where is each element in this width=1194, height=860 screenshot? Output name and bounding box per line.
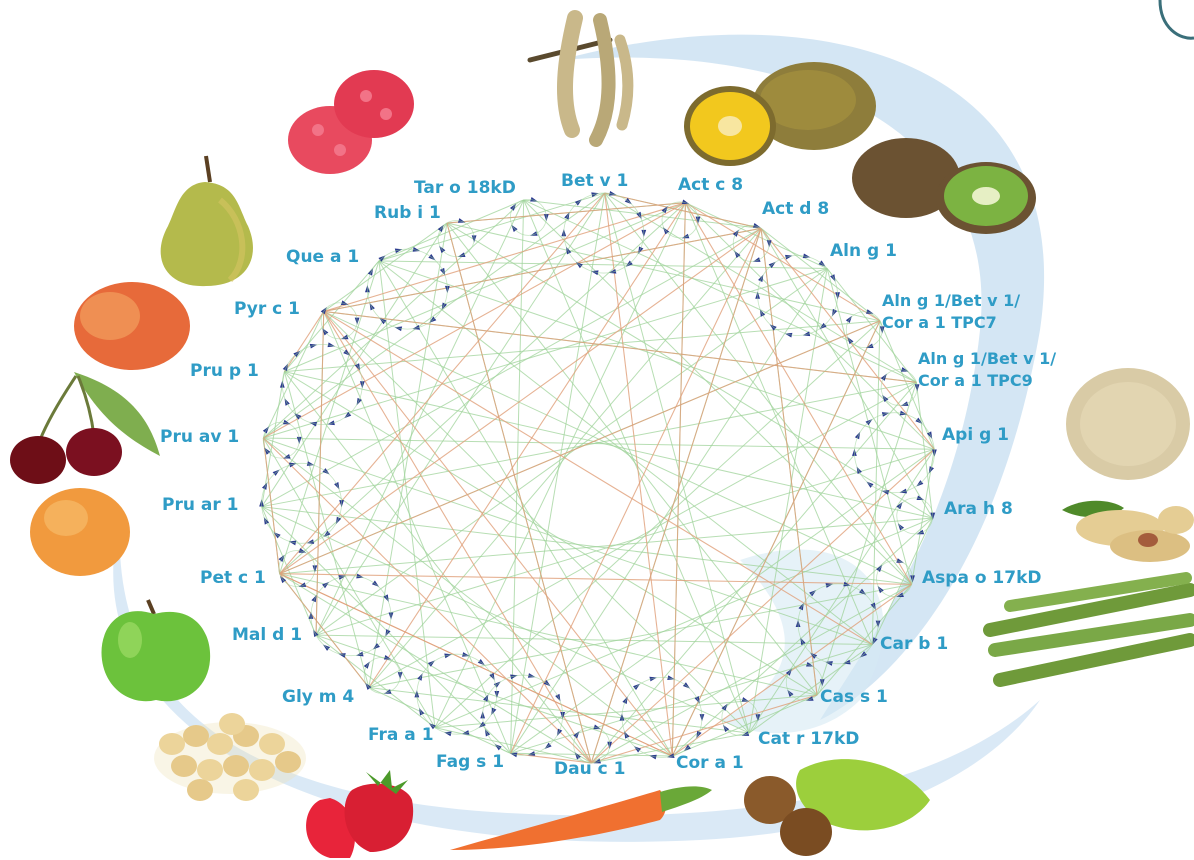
edge-green — [324, 223, 447, 311]
edge-red — [672, 203, 685, 756]
edge-green — [263, 311, 323, 438]
celery-root-icon — [1066, 368, 1190, 480]
node-label-tar-o-18kd: Tar o 18kD — [414, 178, 516, 198]
node-label-pru-p-1: Pru p 1 — [190, 361, 259, 381]
node-label-gly-m-4: Gly m 4 — [282, 687, 354, 707]
edge-red — [605, 193, 673, 756]
node-label-fag-s-1: Fag s 1 — [436, 752, 504, 772]
node-label-rub-i-1: Rub i 1 — [374, 203, 441, 223]
corner-circle-icon — [1160, 0, 1194, 38]
node-label-pru-ar-1: Pru ar 1 — [162, 495, 238, 515]
edge-green — [263, 200, 523, 438]
self-loop — [364, 657, 400, 693]
hazelnut-icon — [744, 759, 930, 856]
asparagus-icon — [990, 578, 1190, 680]
node-label-mal-d-1: Mal d 1 — [232, 625, 302, 645]
node-label-cat-r-17kd: Cat r 17kD — [758, 729, 859, 749]
node-label-pyr-c-1: Pyr c 1 — [234, 299, 300, 319]
node-label-ara-h-8: Ara h 8 — [944, 499, 1013, 519]
peanut-icon — [1062, 501, 1194, 562]
edge-red — [324, 311, 673, 756]
node-label-pet-c-1: Pet c 1 — [200, 568, 266, 588]
apricot-icon — [30, 488, 130, 576]
edge-red — [447, 223, 591, 763]
edge-red — [761, 228, 934, 449]
soybean-icon — [154, 713, 306, 801]
node-label-cas-s-1: Cas s 1 — [820, 687, 888, 707]
self-loop — [311, 576, 391, 656]
node-label-que-a-1: Que a 1 — [286, 247, 359, 267]
self-loop — [733, 225, 769, 261]
edge-green — [280, 574, 592, 763]
node-label-dau-c-1: Dau c 1 — [554, 759, 625, 779]
node-label-layer: Bet v 1 Act c 8 Act d 8 Aln g 1 Aln g 1/… — [160, 171, 1062, 779]
node-label-bet-v-1: Bet v 1 — [561, 171, 628, 191]
cherry-icon — [10, 372, 160, 484]
edge-green — [524, 200, 917, 382]
edge-red — [280, 574, 673, 756]
node-label-aln-tpc7-line-1: Aln g 1/Bet v 1/ — [882, 291, 1020, 310]
edge-green — [524, 200, 761, 228]
edge-red — [324, 311, 873, 644]
strawberry-icon — [306, 770, 413, 858]
self-loop — [897, 498, 933, 534]
self-loop — [438, 221, 474, 257]
edge-green — [379, 261, 827, 269]
node-label-act-c-8: Act c 8 — [678, 175, 743, 195]
self-loop — [574, 727, 610, 763]
edge-green — [379, 261, 934, 449]
golden-kiwi-icon — [684, 62, 876, 166]
node-label-act-d-8: Act d 8 — [762, 199, 829, 219]
edge-red — [324, 228, 761, 311]
node-label-aln-tpc9-line-1: Aln g 1/Bet v 1/ — [918, 349, 1056, 368]
raspberry-icon — [288, 70, 414, 174]
node-label-aln-tpc7-line-2: Cor a 1 TPC7 — [882, 313, 997, 332]
self-loop — [622, 677, 702, 757]
node-label-car-b-1: Car b 1 — [880, 634, 948, 654]
self-loop — [417, 654, 497, 734]
node-label-api-g-1: Api g 1 — [942, 425, 1009, 445]
edge-red — [284, 311, 323, 371]
node-label-pru-av-1: Pru av 1 — [160, 427, 239, 447]
birch-catkin-icon — [530, 18, 628, 140]
pear-icon — [161, 156, 253, 286]
peach-icon — [74, 282, 190, 370]
edge-green — [511, 200, 524, 753]
node-label-aln-g-1: Aln g 1 — [830, 241, 897, 261]
apple-icon — [101, 600, 210, 701]
edge-green — [316, 268, 827, 635]
node-label-cor-a-1: Cor a 1 — [676, 753, 744, 773]
node-label-aspa-o-17kd: Aspa o 17kD — [922, 568, 1042, 588]
node-label-aln-tpc9-line-2: Cor a 1 TPC9 — [918, 371, 1033, 390]
node-label-fra-a-1: Fra a 1 — [368, 725, 434, 745]
